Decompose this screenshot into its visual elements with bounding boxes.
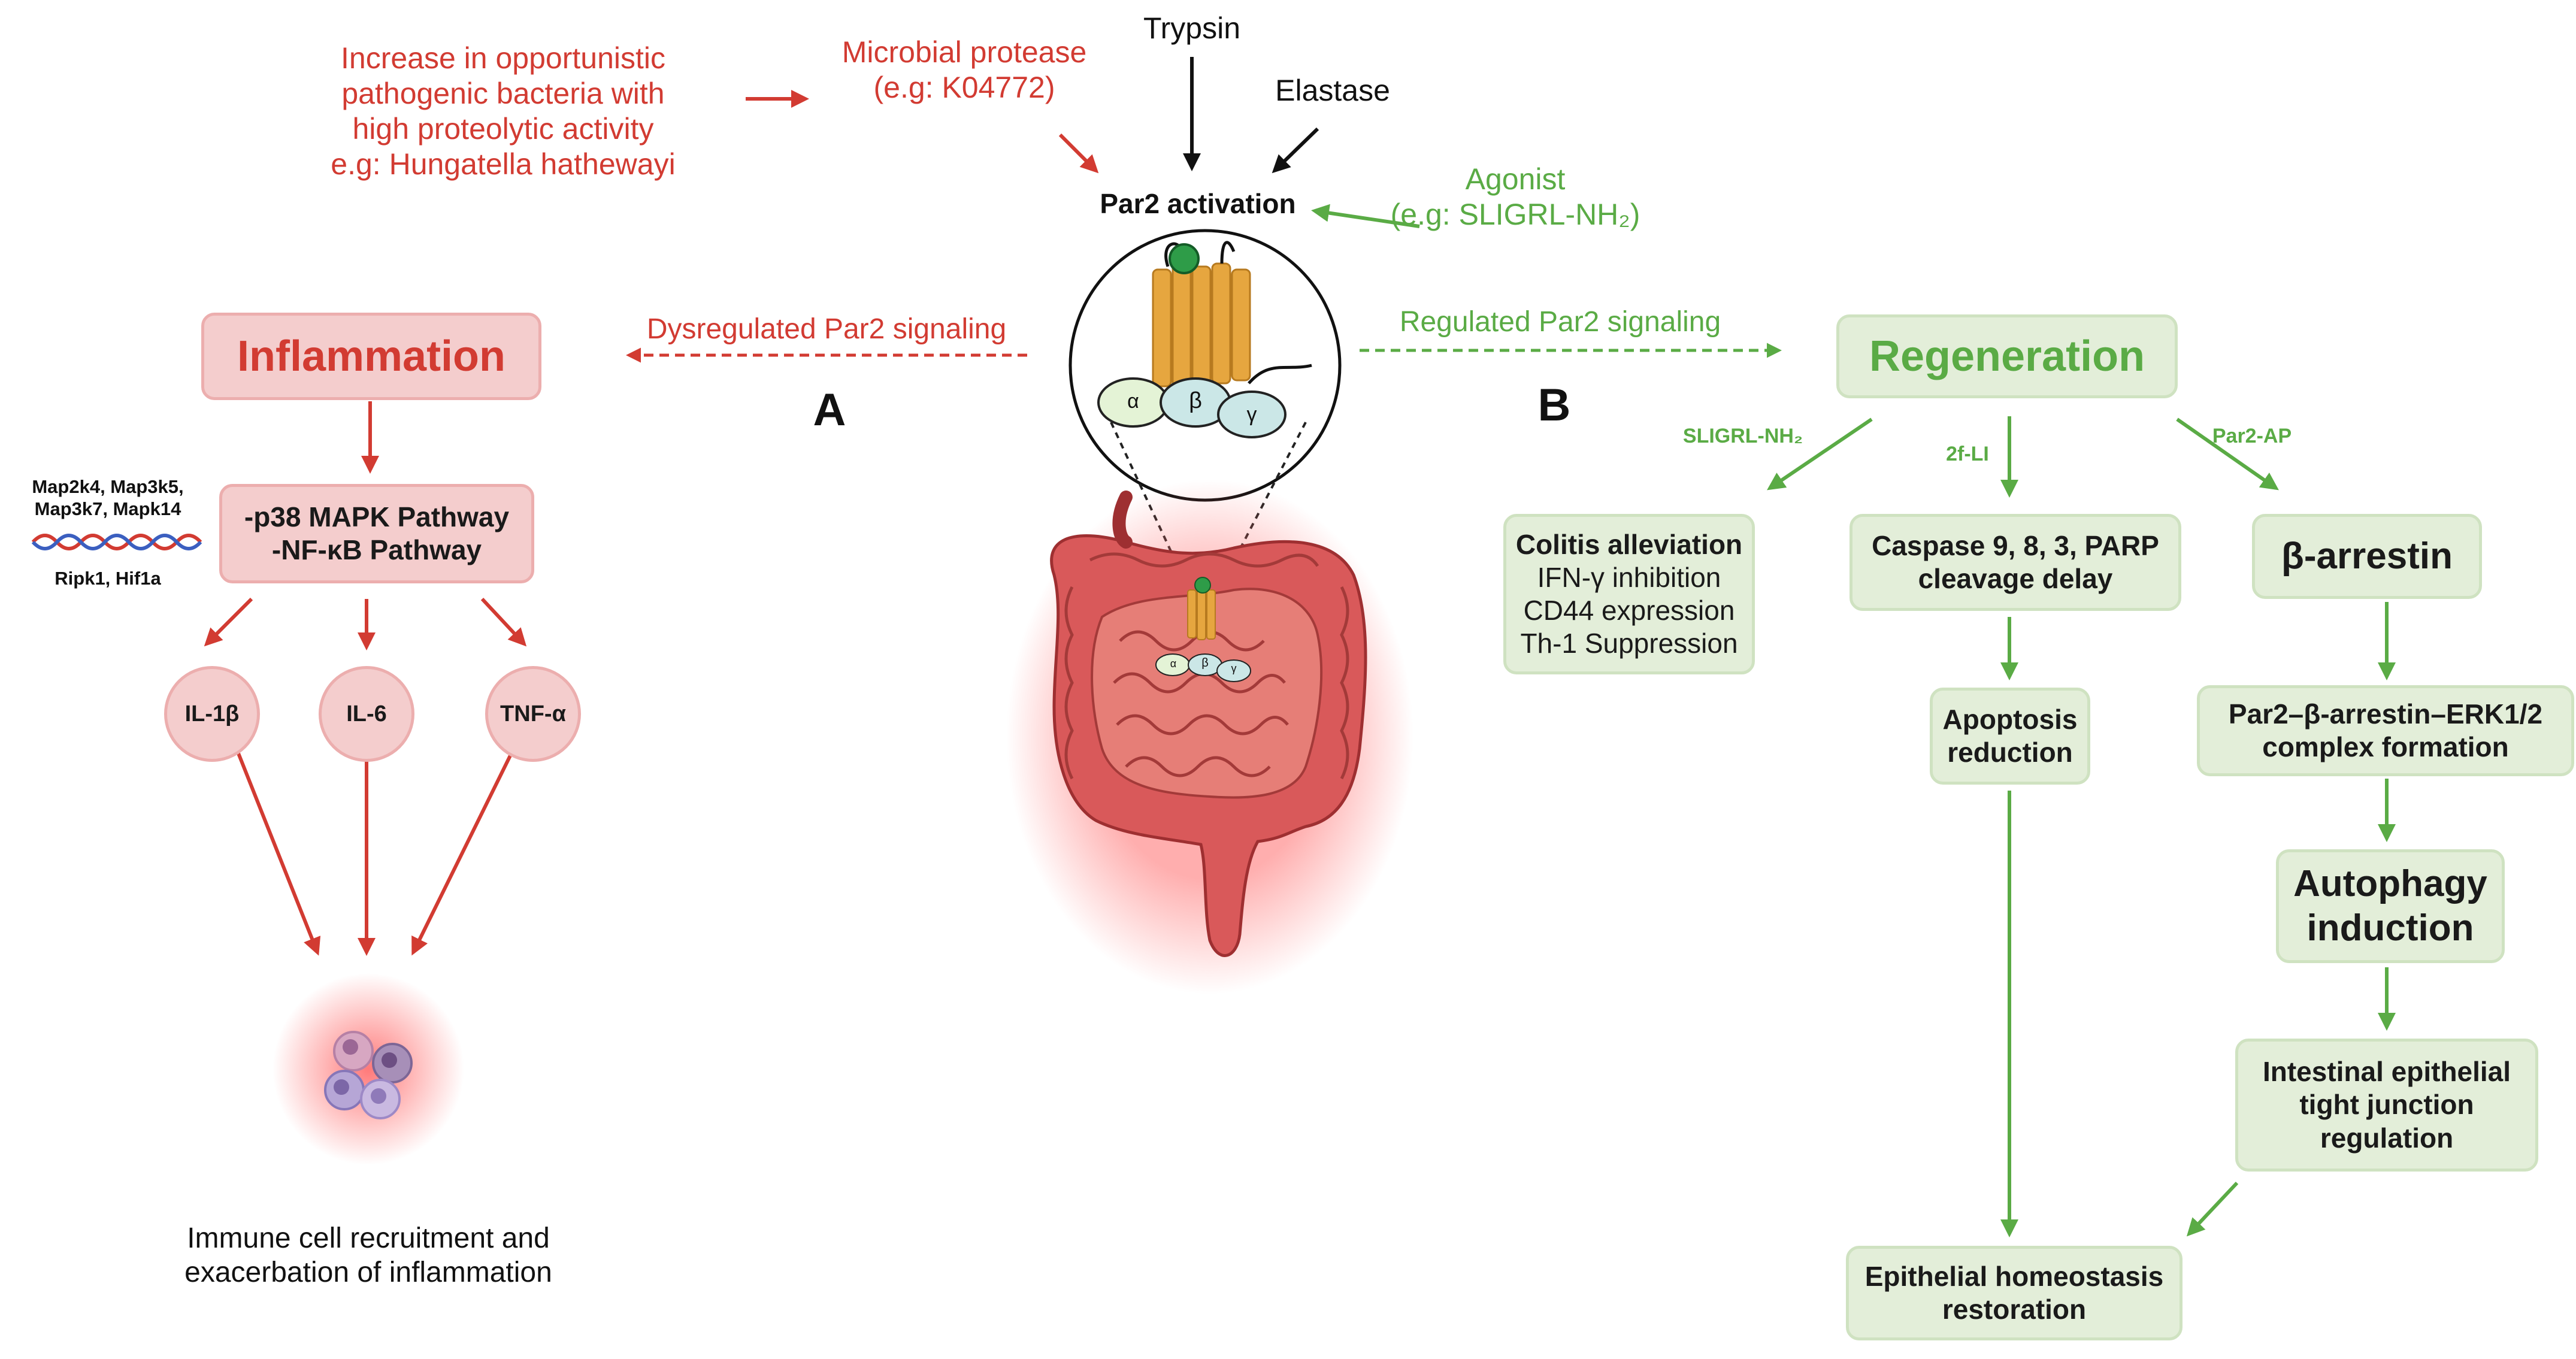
bacteria-line: pathogenic bacteria with — [341, 77, 665, 110]
branch-label-par2ap: Par2-AP — [2212, 425, 2292, 447]
cytokine-tnfa: TNF-α — [485, 666, 581, 762]
arrestin-title: β-arrestin — [2281, 535, 2453, 577]
colitis-item: IFN-γ inhibition — [1537, 561, 1721, 593]
bacteria-line: high proteolytic activity — [352, 112, 654, 146]
beta-subunit-small-label: β — [1201, 656, 1209, 670]
gene-line: Map2k4, Map3k5, — [32, 476, 184, 497]
gamma-subunit-small-label: γ — [1231, 662, 1237, 674]
autophagy-box: Autophagy induction — [2276, 849, 2505, 963]
alpha-subunit-label: α — [1127, 390, 1139, 413]
regen-to-colitis-arrow — [1767, 417, 1873, 491]
agonist-arrow — [1311, 204, 1420, 228]
panel-a-letter: A — [813, 385, 846, 435]
pathway-to-il1b-arrow — [204, 597, 253, 647]
alpha-subunit-small-label: α — [1170, 658, 1177, 670]
regeneration-title: Regeneration — [1869, 332, 2145, 380]
protease-to-par2-arrow — [1058, 133, 1099, 174]
inflammation-box: Inflammation — [201, 313, 541, 400]
bacteria-line: Increase in opportunistic — [341, 41, 665, 75]
microbial-protease-label: Microbial protease (e.g: K04772) — [809, 35, 1120, 105]
par2-receptor-illustration — [1068, 229, 1342, 502]
pathway-to-tnf-arrow — [480, 597, 527, 647]
dna-helix-icon — [31, 534, 202, 550]
tight-to-homeostasis-arrow — [2186, 1181, 2239, 1237]
tight-line: tight junction — [2299, 1089, 2474, 1121]
tight-line: regulation — [2320, 1122, 2454, 1154]
gene-line: Map3k7, Mapk14 — [34, 498, 181, 519]
autophagy-line: Autophagy — [2293, 862, 2487, 904]
caspase-line: cleavage delay — [1918, 563, 2113, 594]
branch-label-sligrl: SLIGRL-NH₂ — [1682, 425, 1803, 447]
outcome-line: Immune cell recruitment and — [187, 1222, 550, 1254]
cytokine-il6: IL-6 — [319, 666, 414, 762]
tight-line: Intestinal epithelial — [2262, 1056, 2511, 1088]
bacteria-line: e.g: Hungatella hathewayi — [331, 147, 676, 181]
gamma-subunit-label: γ — [1246, 403, 1257, 426]
agonist-line: (e.g: SLIGRL-NH₂) — [1390, 198, 1640, 231]
caspase-line: Caspase 9, 8, 3, PARP — [1872, 529, 2159, 561]
autophagy-line: induction — [2306, 907, 2474, 949]
complex-line: complex formation — [2262, 731, 2509, 762]
immune-outcome-label: Immune cell recruitment and exacerbation… — [141, 1222, 596, 1290]
homeostasis-line: Epithelial homeostasis — [1864, 1260, 2164, 1292]
colitis-item: CD44 expression — [1523, 595, 1735, 626]
pathway-line: -NF-κB Pathway — [271, 534, 482, 565]
homeostasis-line: restoration — [1942, 1294, 2087, 1325]
colitis-item: Th-1 Suppression — [1520, 628, 1738, 659]
pathway-line: -p38 MAPK Pathway — [244, 501, 510, 532]
elastase-label: Elastase — [1275, 74, 1390, 107]
dysregulated-signaling-label: Dysregulated Par2 signaling — [646, 313, 1007, 345]
par2-activation-label: Par2 activation — [1100, 188, 1296, 219]
complex-box: Par2–β-arrestin–ERK1/2 complex formation — [2197, 685, 2574, 776]
elastase-arrow — [1272, 127, 1319, 174]
agonist-line: Agonist — [1465, 162, 1566, 196]
gene-list-bottom: Ripk1, Hif1a — [55, 568, 161, 589]
trypsin-label: Trypsin — [1143, 11, 1241, 45]
apoptosis-line: Apoptosis — [1942, 703, 2078, 735]
regulated-signaling-label: Regulated Par2 signaling — [1399, 306, 1721, 338]
complex-line: Par2–β-arrestin–ERK1/2 — [2228, 698, 2543, 730]
colitis-title: Colitis alleviation — [1515, 528, 1743, 560]
inflammation-title: Inflammation — [237, 332, 506, 380]
apoptosis-line: reduction — [1947, 737, 2073, 768]
intestine-illustration — [1006, 479, 1413, 994]
regeneration-box: Regeneration — [1836, 314, 2178, 398]
pathway-box: -p38 MAPK Pathway -NF-κB Pathway — [219, 484, 534, 583]
caspase-box: Caspase 9, 8, 3, PARP cleavage delay — [1849, 514, 2181, 611]
beta-subunit-label: β — [1189, 388, 1202, 413]
agonist-label: Agonist (e.g: SLIGRL-NH₂) — [1372, 162, 1659, 232]
protease-line: (e.g: K04772) — [873, 71, 1055, 104]
bacteria-label: Increase in opportunistic pathogenic bac… — [311, 41, 695, 182]
branch-label-2fli: 2f-LI — [1946, 443, 1989, 465]
outcome-line: exacerbation of inflammation — [184, 1256, 552, 1288]
homeostasis-box: Epithelial homeostasis restoration — [1846, 1246, 2183, 1340]
regen-to-arrestin-arrow — [2176, 417, 2279, 491]
cytokine-il1b: IL-1β — [164, 666, 260, 762]
tnf-to-cells-arrow — [411, 733, 523, 956]
apoptosis-box: Apoptosis reduction — [1930, 688, 2090, 785]
gene-list-top: Map2k4, Map3k5, Map3k7, Mapk14 — [9, 476, 207, 520]
colitis-box: Colitis alleviation IFN-γ inhibition CD4… — [1503, 514, 1755, 674]
tight-junction-box: Intestinal epithelial tight junction reg… — [2235, 1039, 2538, 1172]
arrestin-box: β-arrestin — [2252, 514, 2482, 599]
panel-b-letter: B — [1537, 380, 1571, 431]
il1b-to-cells-arrow — [229, 733, 321, 956]
protease-line: Microbial protease — [841, 35, 1087, 69]
immune-cells-illustration — [273, 973, 464, 1165]
